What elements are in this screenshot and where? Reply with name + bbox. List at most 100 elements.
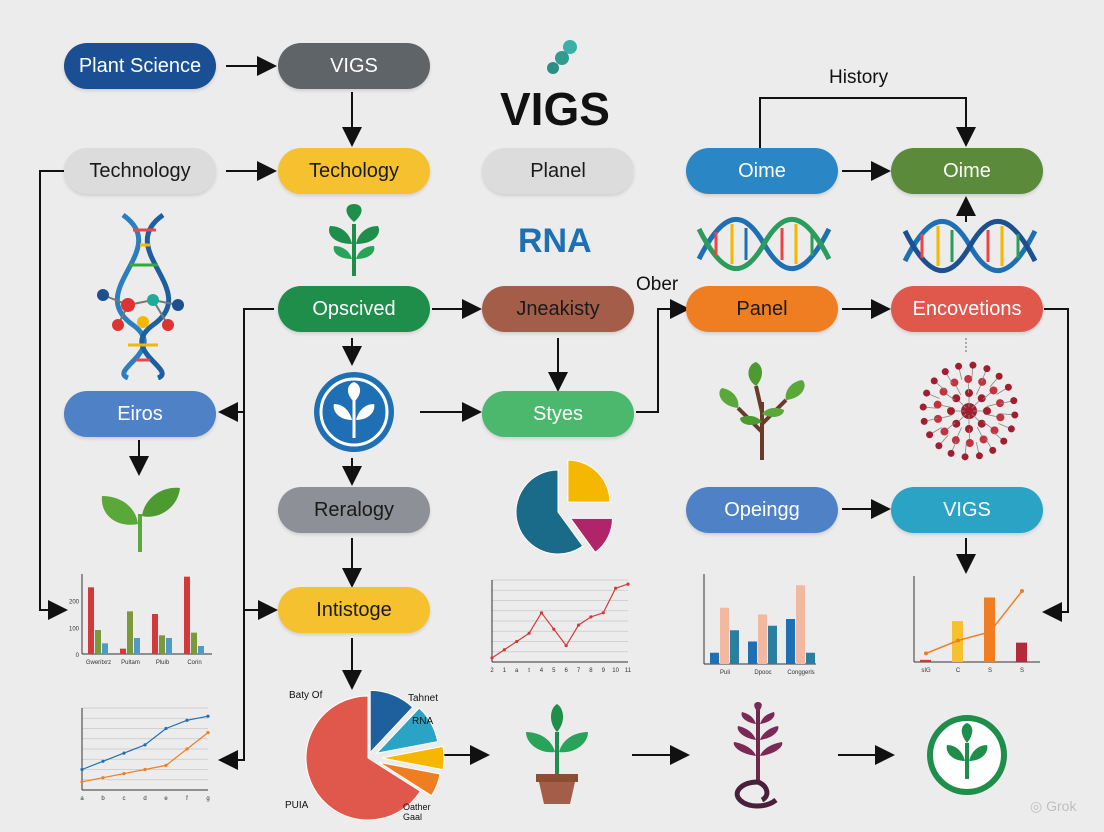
cluster-node [940, 427, 949, 436]
y-tick-label: 100 [69, 626, 80, 632]
y-tick-label: 200 [69, 600, 80, 606]
cluster-node [983, 407, 991, 415]
bar [191, 632, 197, 654]
series-point [576, 623, 581, 627]
bar [720, 607, 729, 664]
bar [796, 585, 805, 664]
bar [198, 646, 204, 654]
cluster-node [965, 389, 973, 397]
series-point [626, 582, 630, 586]
x-tick-label: 8 [589, 668, 593, 674]
cluster-node [977, 419, 986, 428]
pie-slice [378, 761, 441, 797]
pie-slice [569, 517, 613, 554]
x-tick-label: 7 [577, 668, 581, 674]
seedling-icon [101, 487, 180, 552]
bar [102, 643, 108, 654]
pie-label-top-right: Tahnet [408, 693, 439, 704]
cluster-node [951, 436, 960, 445]
dna-helix-icon [696, 216, 832, 272]
node-styes: Styes [482, 391, 634, 437]
cluster-node [923, 389, 931, 397]
x-tick-label: S [988, 668, 992, 674]
x-tick-label: Dpooc [754, 670, 771, 676]
series-point [122, 772, 126, 776]
x-tick-label: S [1020, 668, 1024, 674]
cluster-node [1000, 437, 1008, 445]
y-tick-label: 0 [76, 653, 80, 659]
bar [95, 630, 101, 654]
series-point [185, 747, 189, 751]
cluster-node [933, 400, 942, 409]
x-tick-label: e [164, 796, 168, 802]
x-tick-label: 9 [602, 668, 606, 674]
x-tick-label: 5 [552, 668, 556, 674]
cluster-node [952, 394, 961, 403]
bar [748, 641, 757, 664]
bar [127, 611, 133, 654]
trend-point [956, 638, 960, 643]
cluster-node [1011, 411, 1019, 419]
cluster-node [989, 446, 997, 454]
series-point [206, 731, 210, 735]
bar [768, 625, 777, 664]
x-tick-label: sIG [921, 668, 931, 674]
series-point [564, 644, 568, 648]
cluster-node [975, 452, 983, 460]
x-tick-label: d [143, 796, 146, 802]
series-point [80, 780, 84, 784]
history-label: History [829, 67, 889, 88]
watermark: ◎ Grok [1030, 798, 1077, 814]
cluster-node [950, 378, 959, 387]
x-tick-label: 1 [503, 668, 507, 674]
pie-slice [515, 469, 584, 555]
molecule-dots-icon [547, 40, 577, 74]
pie-label-top-left: Baty Of [289, 690, 323, 701]
rna-label: RNA [518, 222, 592, 260]
x-tick-label: Conggerls [787, 670, 814, 676]
tree-icon [719, 362, 805, 460]
node-panel: Panel [686, 286, 838, 332]
series-point [515, 639, 519, 644]
bar [152, 614, 158, 654]
bar [786, 619, 795, 664]
pie-chart-large [305, 690, 445, 820]
trend-point [924, 651, 928, 656]
x-tick-label: t [528, 668, 530, 674]
cluster-node [995, 372, 1003, 380]
node-vigs-lower: VIGS [891, 487, 1043, 533]
cluster-node [965, 425, 973, 433]
plant-circle-icon [927, 715, 1007, 795]
cluster-node [933, 414, 942, 423]
x-tick-label: 6 [565, 668, 569, 674]
pie-label-bottom-left: PUIA [285, 800, 309, 811]
dna-molecule-icon [97, 212, 184, 380]
node-oime-green: Oime [891, 148, 1043, 194]
series-point [101, 776, 105, 780]
x-tick-label: g [206, 796, 209, 802]
node-reralogy: Reralogy [278, 487, 430, 533]
bar [984, 597, 995, 662]
bar [806, 652, 815, 664]
series-point [164, 763, 168, 767]
series-point [185, 718, 189, 722]
cluster-node [920, 417, 928, 425]
cluster-node [941, 368, 949, 376]
cluster-node [978, 377, 987, 386]
trend-point [1020, 589, 1024, 594]
bar [710, 652, 719, 664]
series-point [614, 586, 618, 590]
bar [134, 638, 140, 654]
bar [1016, 642, 1027, 662]
x-tick-label: 2 [490, 668, 494, 674]
series-point [589, 615, 593, 619]
cluster-node [926, 431, 934, 439]
cluster-node [979, 435, 988, 444]
potted-plant-icon [526, 704, 588, 804]
x-tick-label: a [515, 668, 519, 674]
cluster-node [977, 394, 986, 403]
